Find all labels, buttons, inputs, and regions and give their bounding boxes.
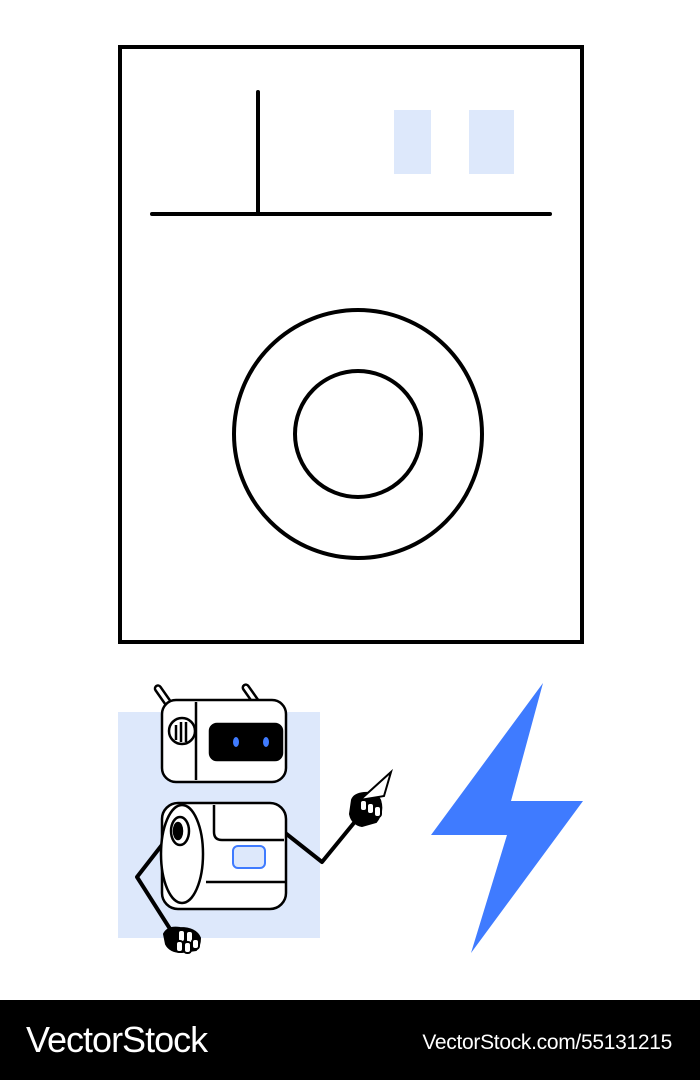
image-id-label: VectorStock.com/55131215	[422, 1031, 672, 1054]
robot-arm-right	[282, 816, 360, 864]
robot-chest-panel	[232, 845, 266, 869]
robot-icon	[118, 683, 393, 954]
robot-visor	[208, 722, 284, 762]
machine-body	[118, 45, 584, 644]
robot-eye-right	[263, 737, 269, 747]
lightning-bolt-icon	[431, 683, 583, 953]
panel-indicator-left	[394, 110, 431, 174]
washing-machine-icon	[118, 45, 584, 644]
robot-hand-right	[348, 768, 393, 828]
robot-body	[159, 801, 288, 911]
watermark-footer: VectorStock VectorStock.com/55131215	[0, 1000, 700, 1080]
vectorstock-logo: VectorStock	[26, 1019, 208, 1060]
robot-hand-left	[162, 926, 202, 954]
robot-head	[160, 698, 288, 784]
door-outer-ring	[232, 308, 484, 560]
robot-eye-left	[233, 737, 239, 747]
panel-indicator-right	[469, 110, 514, 174]
door-inner-ring	[293, 369, 423, 499]
illustration	[118, 45, 584, 954]
